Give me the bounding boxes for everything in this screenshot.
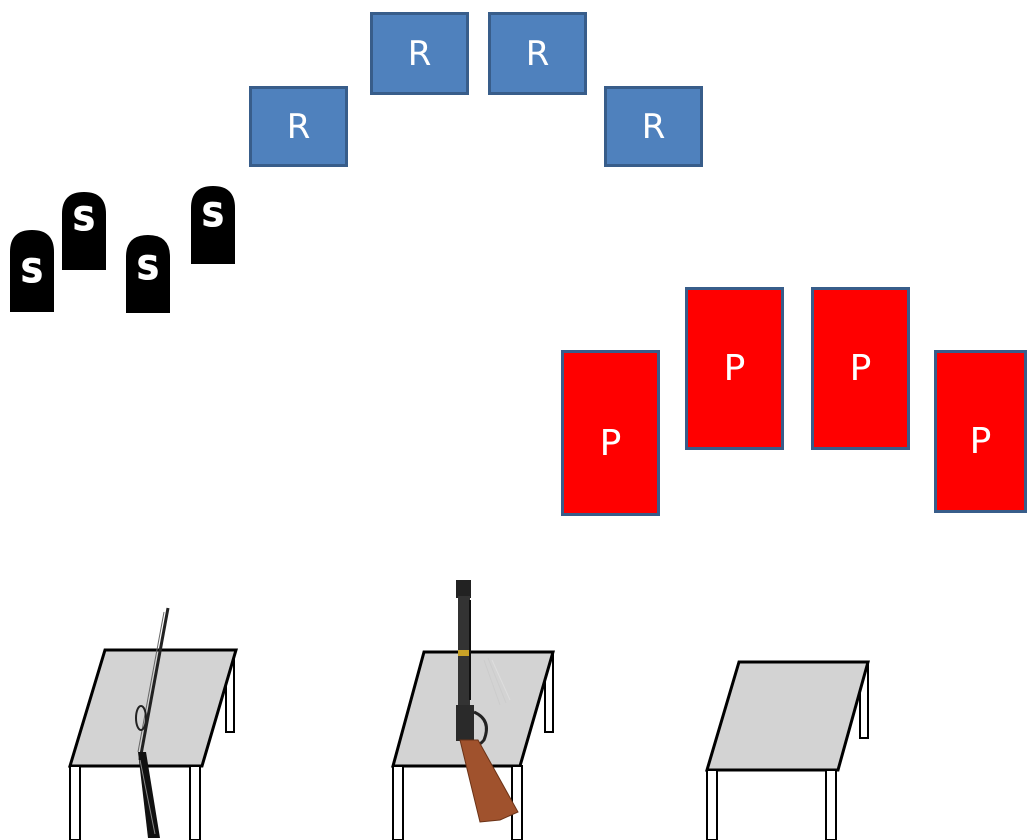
shotgun-target: S [126, 235, 170, 313]
rifle-target-label: R [641, 106, 666, 147]
rifle-target: R [249, 86, 348, 167]
shotgun-target-label: S [136, 249, 159, 287]
rifle-target-label: R [525, 33, 550, 74]
pistol-target-label: P [599, 422, 622, 464]
shotgun-target-label: S [201, 196, 224, 234]
pistol-target: P [811, 287, 910, 450]
pistol-target-label: P [849, 348, 872, 389]
pistol-target-label: P [969, 421, 992, 462]
shotgun-target: S [62, 192, 106, 270]
pistol-target: P [934, 350, 1027, 513]
shotgun-target-label: S [20, 252, 43, 290]
pistol-target: P [561, 350, 660, 516]
lever-action-rifle-image [456, 580, 519, 823]
table [704, 660, 870, 840]
pistol-target: P [685, 287, 784, 450]
shotgun-target: S [10, 230, 54, 312]
shotgun-image [135, 607, 170, 838]
pistol-target-label: P [723, 348, 746, 389]
rifle-target: R [370, 12, 469, 95]
rifle-target: R [488, 12, 587, 95]
rifle-target: R [604, 86, 703, 167]
shotgun-target: S [191, 186, 235, 264]
table [67, 648, 239, 840]
shotgun-target-label: S [72, 200, 95, 238]
rifle-target-label: R [286, 106, 311, 147]
rifle-target-label: R [407, 33, 432, 74]
